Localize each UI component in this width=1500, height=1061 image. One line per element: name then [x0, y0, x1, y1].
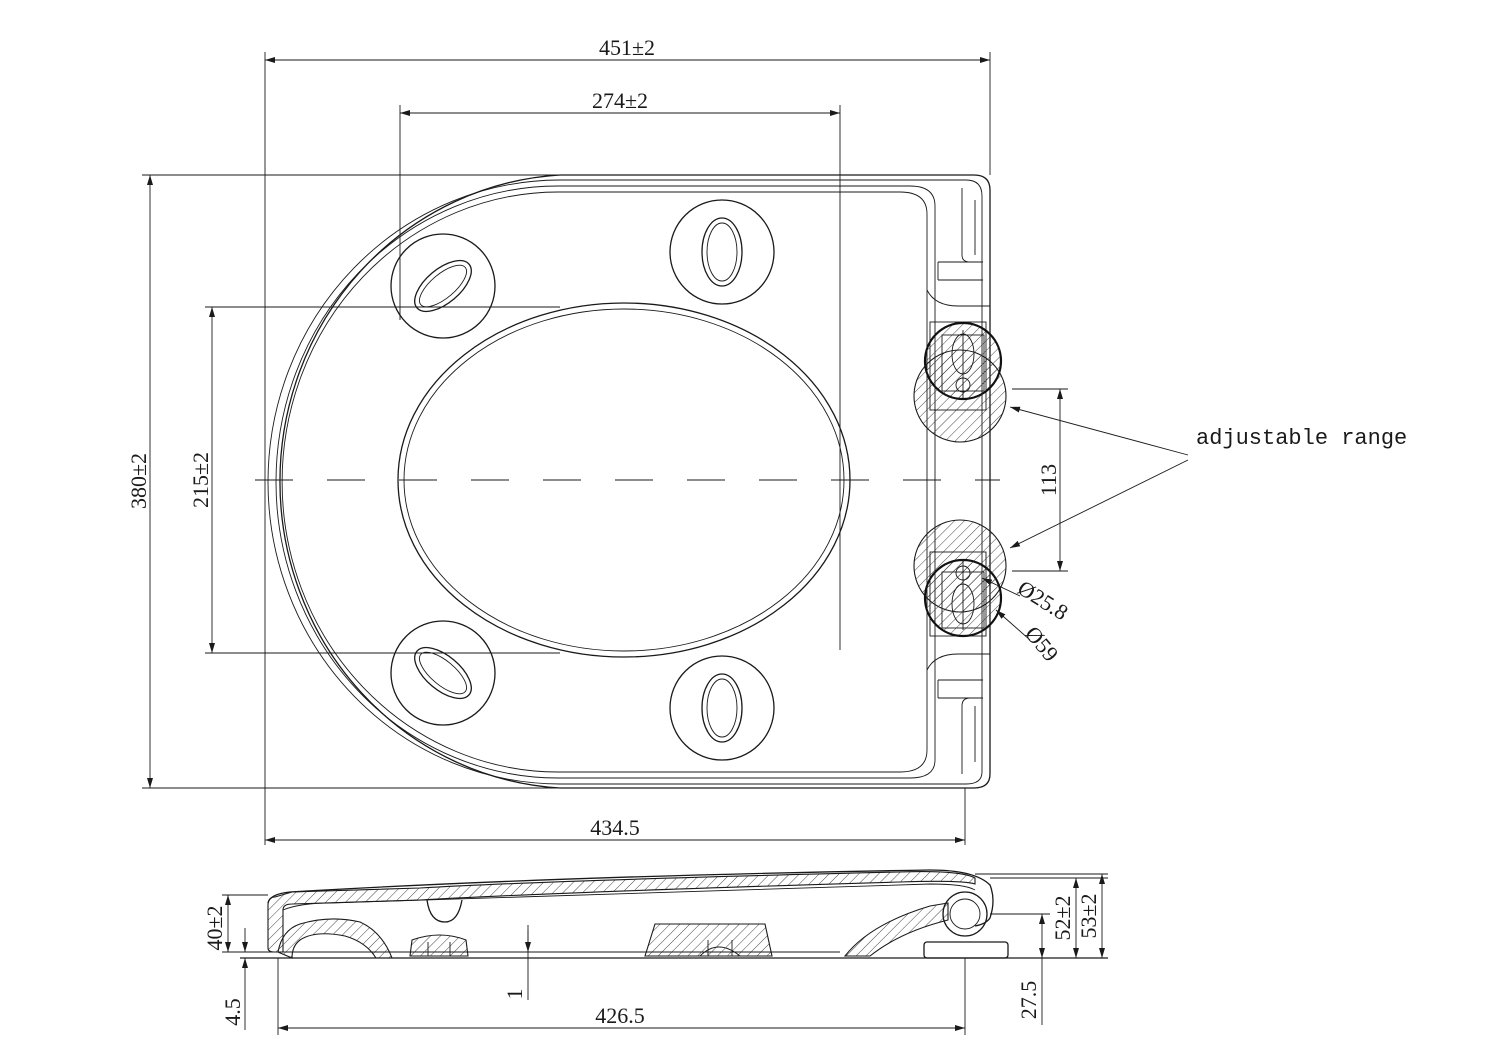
- lid-bump: [426, 899, 463, 923]
- hinge-axis-outer: [942, 891, 988, 937]
- bumper-foot-2: [644, 923, 773, 957]
- leader-inner-dia: [981, 577, 1021, 597]
- dim-hinge-inner-dia: Ø25.8: [1013, 575, 1072, 625]
- dim-overall-length: 380±2: [126, 453, 151, 509]
- dim-side-length: 426.5: [595, 1003, 645, 1028]
- hinge-base-plate: [923, 941, 1009, 959]
- leader-adjust-bottom: [1009, 459, 1189, 549]
- side-view: 40±2 4.5 1 426.5 52±2 53±2 27.5: [202, 869, 1108, 1035]
- seat-outline-3: [275, 185, 936, 779]
- extension-lines-top: [142, 52, 1068, 845]
- seat-outline-outer: [279, 174, 991, 789]
- dim-hole-spacing-length: 215±2: [188, 452, 213, 508]
- bumper-pad-top-right: [669, 199, 775, 305]
- dim-hinge-outer-dia: Ø59: [1020, 621, 1064, 666]
- bumper-foot-1: [409, 934, 469, 957]
- dim-side-height: 40±2: [202, 905, 227, 950]
- dim-hinge-adjust: 113: [1036, 464, 1061, 496]
- dim-side-offset: 1: [502, 989, 527, 1000]
- leader-adjust-top: [1009, 406, 1189, 456]
- bumper-pad-bottom-left: [390, 620, 496, 726]
- top-view: 451±2 274±2 380±2 215±2 113 Ø25.8 Ø59 43…: [126, 35, 1407, 845]
- hinge-notch-bottom: [926, 653, 990, 774]
- hinge-top: [913, 321, 1007, 443]
- dim-hinge-height: 52±2: [1050, 895, 1075, 940]
- dim-hole-spacing: 274±2: [592, 88, 648, 113]
- dim-total-height: 53±2: [1076, 893, 1101, 938]
- dim-hinge-axis: 27.5: [1016, 981, 1041, 1020]
- bumper-pad-top-left: [390, 233, 496, 339]
- hinge-bottom: [913, 519, 1007, 638]
- seat-outline-4: [281, 191, 928, 773]
- dim-seat-width: 434.5: [590, 815, 640, 840]
- lid-top-line: [267, 869, 994, 927]
- dim-side-gap: 4.5: [220, 998, 245, 1026]
- hinge-axis-inner: [949, 898, 981, 930]
- seat-outline-2: [267, 179, 983, 785]
- leader-outer-dia: [995, 609, 1031, 641]
- adjustable-range-label: adjustable range: [1196, 426, 1407, 451]
- hinge-notch-top: [926, 188, 990, 307]
- lid-inner-line: [282, 883, 976, 911]
- seat-rear-section: [843, 902, 949, 957]
- dim-overall-width: 451±2: [599, 35, 655, 60]
- bumper-pad-bottom-right: [669, 655, 775, 761]
